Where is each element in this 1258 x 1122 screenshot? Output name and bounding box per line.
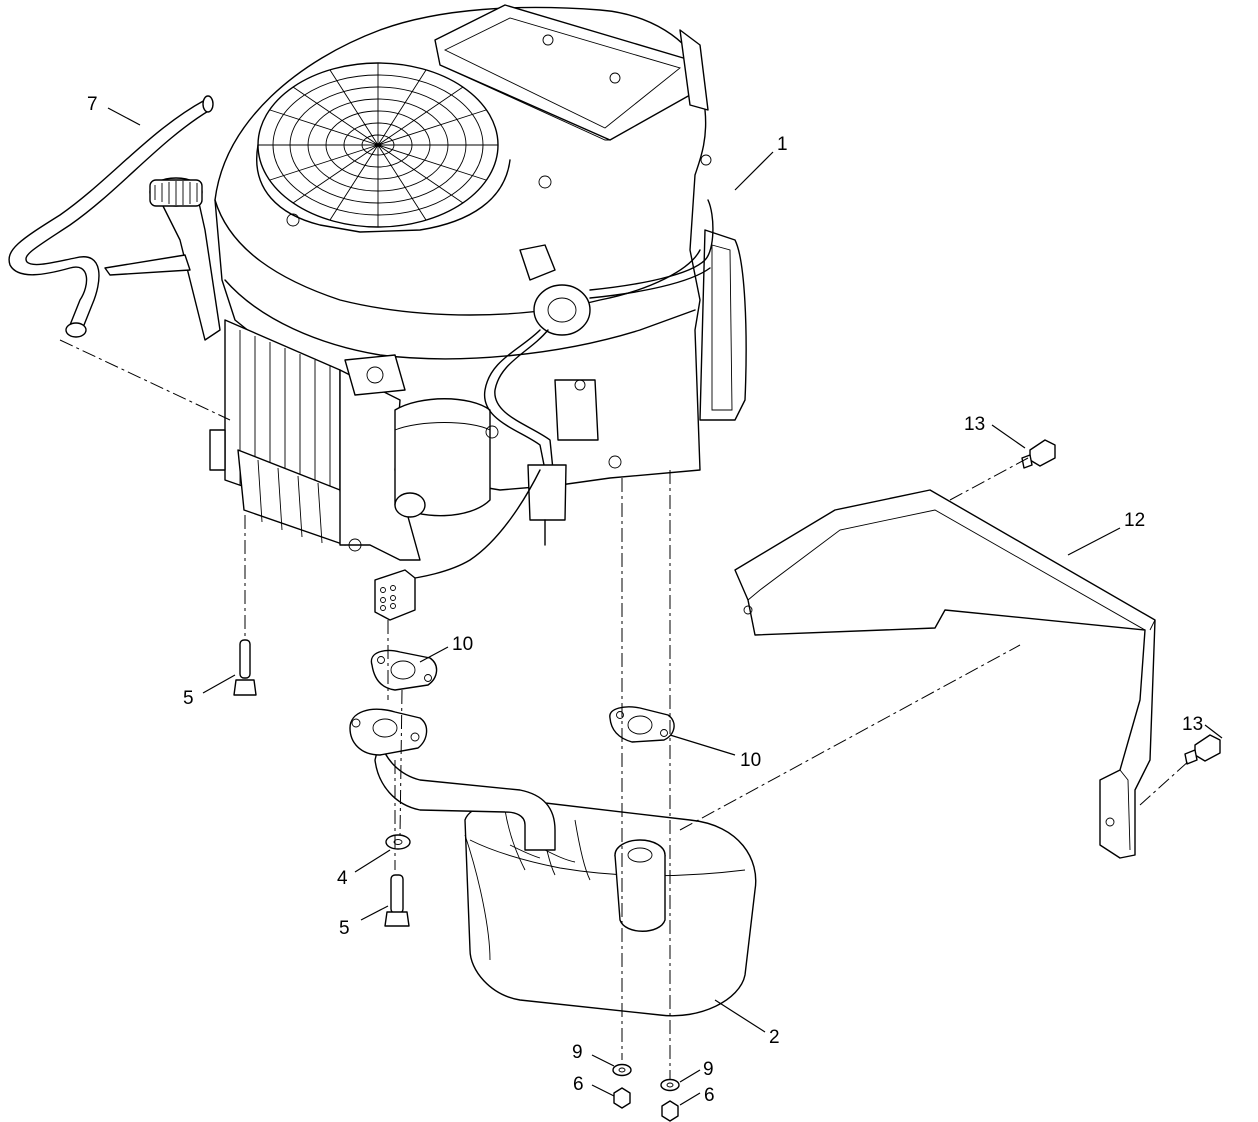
callout-13-lower: 13 xyxy=(1182,714,1203,735)
callout-13-upper: 13 xyxy=(964,414,985,435)
callout-6-left: 6 xyxy=(573,1074,584,1095)
engine xyxy=(104,4,747,621)
starter-motor xyxy=(394,398,499,518)
fan-grille xyxy=(256,62,511,233)
callout-5-lower: 5 xyxy=(339,918,350,939)
callouts: 1 2 4 5 5 6 6 7 9 9 10 10 12 13 13 xyxy=(87,94,1203,1106)
bolt-shield-lower xyxy=(1184,734,1221,765)
nut-left xyxy=(613,1087,631,1109)
callout-2: 2 xyxy=(769,1027,780,1048)
callout-1: 1 xyxy=(777,134,788,155)
bolt-lower xyxy=(384,874,410,927)
bolt-shield-upper xyxy=(1021,439,1056,469)
washer-right xyxy=(660,1078,680,1092)
washer xyxy=(385,834,411,850)
heat-shield xyxy=(734,489,1156,859)
breather-hose xyxy=(8,95,214,338)
callout-6-right: 6 xyxy=(704,1085,715,1106)
oil-fill-tube xyxy=(104,177,221,341)
muffler xyxy=(349,708,757,1017)
gasket-lower xyxy=(609,706,675,743)
callout-12: 12 xyxy=(1124,510,1145,531)
washer-left xyxy=(612,1063,632,1077)
callout-10-upper: 10 xyxy=(452,634,473,655)
callout-7: 7 xyxy=(87,94,98,115)
nut-right xyxy=(661,1100,679,1122)
callout-9-left: 9 xyxy=(572,1042,583,1063)
leader-lines xyxy=(107,107,1223,1106)
bolt-upper-left xyxy=(233,639,257,696)
callout-10-lower: 10 xyxy=(740,750,761,771)
gasket-upper xyxy=(370,649,438,691)
alignment-lines xyxy=(59,339,1191,1080)
callout-9-right: 9 xyxy=(703,1059,714,1080)
callout-4: 4 xyxy=(337,868,348,889)
wire-connector xyxy=(374,569,416,621)
cylinder-fins xyxy=(209,319,346,546)
callout-5-upper: 5 xyxy=(183,688,194,709)
fuel-system xyxy=(399,199,714,581)
